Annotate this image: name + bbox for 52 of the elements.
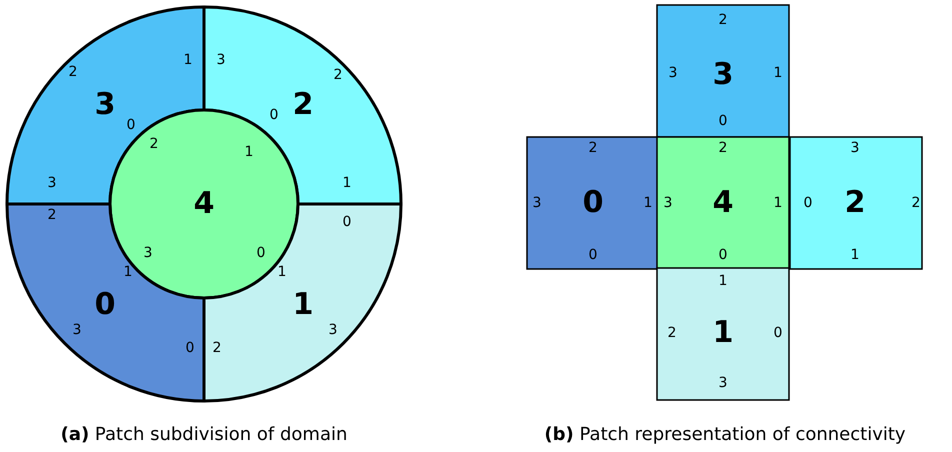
patch-number: 0 (582, 188, 604, 218)
edge-index: 3 (668, 66, 678, 80)
edge-index: 1 (244, 145, 254, 159)
edge-index: 0 (718, 114, 728, 128)
edge-index: 3 (144, 246, 152, 260)
edge-index: 3 (48, 176, 56, 190)
edge-index: 1 (124, 265, 132, 279)
edge-index: 2 (588, 141, 598, 155)
edge-index: 1 (644, 196, 652, 210)
edge-index: 1 (774, 66, 782, 80)
patch-number: 1 (712, 318, 734, 348)
patch-number: 0 (94, 290, 116, 320)
edge-index: 1 (342, 176, 352, 190)
edge-index: 1 (718, 274, 728, 288)
edge-index: 3 (718, 376, 728, 390)
figure-caption: (b) Patch representation of connectivity (544, 424, 906, 445)
edge-index: 1 (850, 248, 860, 262)
edge-index: 3 (328, 323, 338, 337)
patch-number: 3 (712, 60, 734, 90)
edge-index: 3 (72, 323, 82, 337)
edge-index: 3 (532, 196, 542, 210)
edge-index: 2 (668, 326, 676, 340)
edge-index: 3 (664, 196, 672, 210)
patch-number: 4 (194, 189, 214, 219)
patch-number: 3 (94, 90, 116, 120)
edge-index: 2 (48, 208, 56, 222)
edge-index: 1 (184, 53, 192, 67)
edge-index: 3 (216, 53, 226, 67)
edge-index: 0 (718, 248, 728, 262)
edge-index: 0 (804, 196, 812, 210)
edge-index: 0 (588, 248, 598, 262)
edge-index: 1 (774, 196, 782, 210)
figure-caption: (a) Patch subdivision of domain (60, 424, 348, 445)
edge-index: 0 (256, 246, 266, 260)
patch-number: 2 (292, 90, 314, 120)
edge-index: 0 (186, 341, 194, 355)
edge-index: 2 (718, 141, 728, 155)
edge-index: 3 (850, 141, 860, 155)
edge-index: 2 (212, 341, 222, 355)
patch-number: 4 (712, 188, 734, 218)
edge-index: 2 (150, 137, 158, 151)
edge-index: 0 (126, 118, 136, 132)
edge-index: 0 (270, 108, 278, 122)
edge-index: 2 (68, 65, 78, 79)
edge-index: 2 (718, 13, 728, 27)
patch-number: 1 (292, 290, 314, 320)
patch-number: 2 (844, 188, 866, 218)
edge-index: 2 (334, 68, 342, 82)
edge-index: 2 (912, 196, 920, 210)
edge-index: 0 (342, 215, 352, 229)
edge-index: 1 (278, 265, 286, 279)
edge-index: 0 (774, 326, 782, 340)
